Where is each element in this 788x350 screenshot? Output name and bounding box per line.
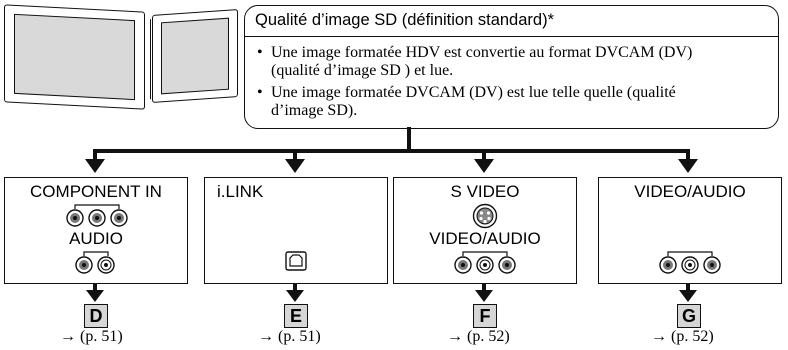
section-letter-badge: E: [284, 304, 308, 328]
video-audio-label: VIDEO/AUDIO: [634, 182, 746, 201]
page-reference-link[interactable]: → (p. 52): [651, 328, 714, 345]
callout-title: Qualité d’image SD (définition standard)…: [255, 11, 554, 29]
page-reference-link[interactable]: → (p. 51): [258, 328, 321, 345]
audio-label: AUDIO: [69, 229, 123, 248]
audio-jacks-icon: [75, 251, 115, 274]
component-jacks-icon: [66, 204, 128, 227]
s-video-label: S VIDEO: [450, 182, 520, 201]
bullet-line: Une image formatée DVCAM (DV) est lue te…: [271, 84, 676, 101]
s-video-port-icon: [472, 203, 498, 229]
branch-line: [95, 149, 690, 153]
ilink-port-icon: [285, 251, 307, 271]
section-letter-badge: D: [84, 304, 108, 328]
av-jacks-icon: [454, 251, 516, 274]
video-audio-box: VIDEO/AUDIO: [598, 177, 782, 284]
ilink-box: i.LINK: [204, 177, 388, 284]
sd-quality-callout: Qualité d’image SD (définition standard)…: [244, 5, 779, 129]
trunk-line: [407, 127, 411, 151]
av-jacks-icon: [659, 251, 721, 274]
section-letter-badge: G: [677, 304, 701, 328]
ilink-label: i.LINK: [217, 182, 264, 201]
down-arrows: [85, 149, 698, 173]
bullet-line: (qualité d’image SD ) et lue.: [271, 62, 454, 79]
page-reference-link[interactable]: → (p. 51): [60, 328, 123, 345]
lower-arrows: [86, 283, 697, 302]
section-letter-badge: F: [473, 304, 497, 328]
component-in-box: COMPONENT IN AUDIO: [4, 177, 188, 284]
page-reference-link[interactable]: → (p. 52): [447, 328, 510, 345]
s-video-box: S VIDEO VIDEO/AUDIO: [393, 177, 577, 284]
bullet-line: Une image formatée HDV est convertie au …: [271, 44, 693, 61]
component-in-label: COMPONENT IN: [30, 182, 162, 201]
video-audio-label: VIDEO/AUDIO: [429, 229, 541, 248]
bullet-line: d’image SD).: [271, 102, 358, 119]
